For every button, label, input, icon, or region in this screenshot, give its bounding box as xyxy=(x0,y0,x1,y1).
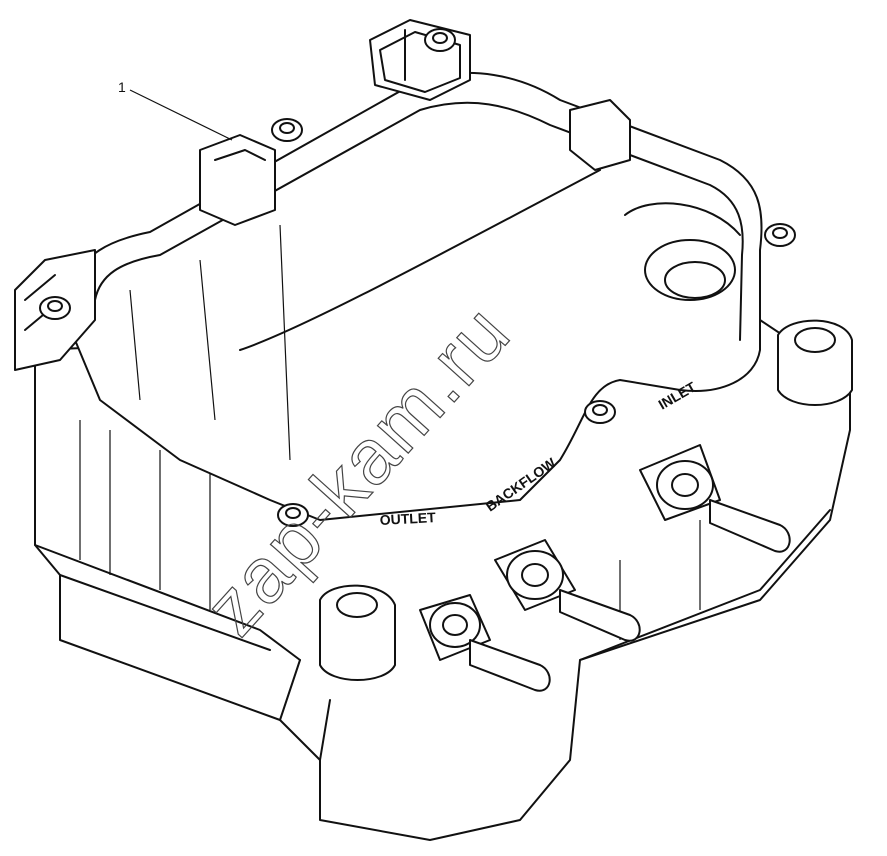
side-connector xyxy=(199,99,631,226)
outlet-label: OUTLET xyxy=(379,509,436,528)
callout-1: 1 xyxy=(118,79,233,141)
port-outlet xyxy=(419,594,551,692)
mounting-bosses xyxy=(319,319,853,681)
top-electrical-connector xyxy=(369,19,471,101)
boss-front xyxy=(319,584,396,681)
screw-top-left xyxy=(271,118,303,142)
port-backflow xyxy=(494,539,641,642)
screw-inlet-side xyxy=(584,400,616,424)
boss-right xyxy=(777,319,853,406)
screw-right xyxy=(764,223,796,247)
screws xyxy=(39,28,796,527)
screw-left xyxy=(39,296,71,320)
callout-number: 1 xyxy=(118,79,126,95)
port-inlet xyxy=(639,444,791,553)
screw-outlet-side xyxy=(277,503,309,527)
leader-line xyxy=(129,89,233,141)
screw-top-center xyxy=(424,28,456,52)
